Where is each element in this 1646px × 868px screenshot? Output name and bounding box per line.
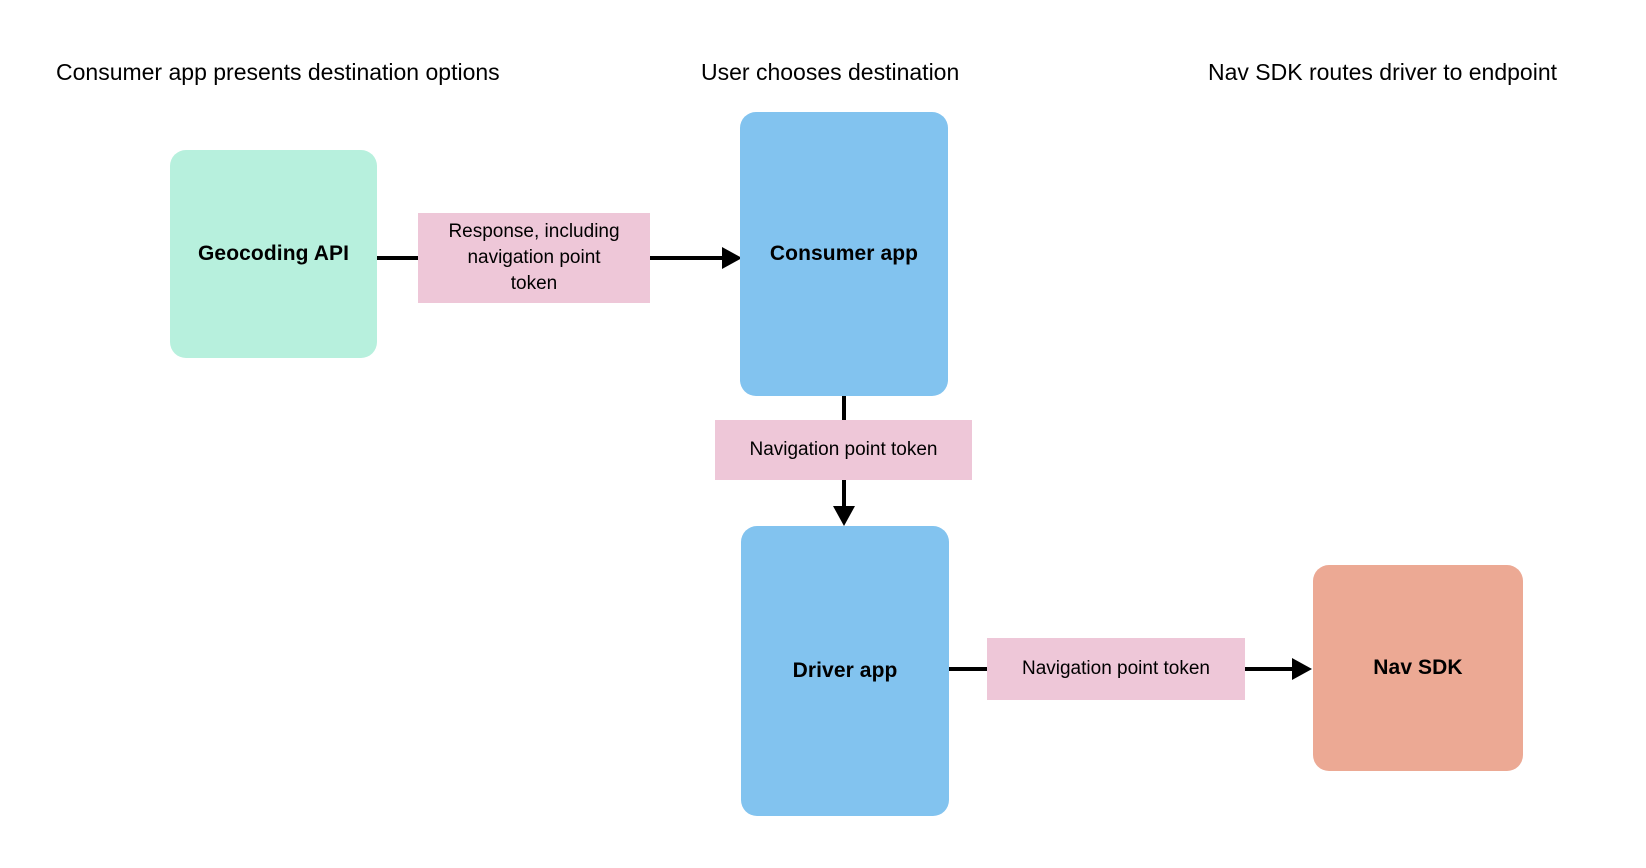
arrowhead-right-icon-to-consumer-app [722,247,742,269]
node-label-consumer-app: Consumer app [769,242,919,265]
node-label-nav-sdk: Nav SDK [1373,656,1463,679]
node-label-geocoding-api: Geocoding API [197,242,350,265]
node-consumer-app[interactable]: Consumer app [740,112,948,396]
node-driver-app[interactable]: Driver app [741,526,949,816]
arrowhead-right-icon-to-nav-sdk [1292,658,1312,680]
arrowhead-down-icon-to-driver-app [833,506,855,526]
connector-token-label-to-nav-sdk [1245,667,1293,671]
node-geocoding-api[interactable]: Geocoding API [170,150,377,358]
column-header-navsdk-stage: Nav SDK routes driver to endpoint [1208,59,1558,85]
connector-response-label-to-consumer-app [650,256,724,260]
connector-driver-app-to-token-label [949,667,988,671]
column-header-consumer-stage: Consumer app presents destination option… [56,59,500,85]
connector-consumer-app-to-token-label [842,396,846,421]
edge-label-navigation-point-token-driver-to-navsdk: Navigation point token [987,638,1245,700]
node-nav-sdk[interactable]: Nav SDK [1313,565,1523,771]
edge-label-text-token-mid: Navigation point token [749,439,938,460]
connector-geocoding-to-response-label [377,256,419,260]
edge-label-navigation-point-token-consumer-to-driver: Navigation point token [715,420,972,480]
connector-token-label-to-driver-app [842,480,846,510]
edge-label-text-token-right: Navigation point token [1021,658,1210,679]
column-header-user-stage: User chooses destination [701,59,960,85]
node-label-driver-app: Driver app [792,659,898,682]
